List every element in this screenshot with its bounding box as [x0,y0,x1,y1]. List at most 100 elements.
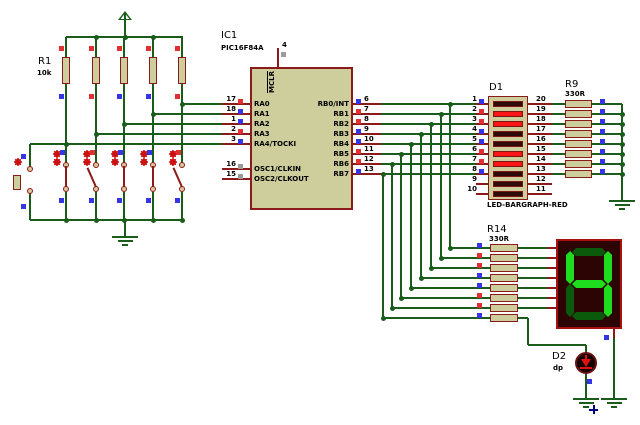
switch-toggle-down-icon[interactable] [53,158,61,166]
switch-toggle-down-icon[interactable] [111,158,119,166]
ic-ref: IC1 [221,30,238,41]
rb-drop-wire [410,144,412,288]
switch-toggle-up-icon[interactable] [169,150,177,158]
sevenseg-segment-e [566,284,574,317]
bargraph-led-segment [493,101,523,107]
pin-number: 6 [364,95,369,103]
r9-out-wire [592,173,622,175]
d1-r9-wire [552,113,565,115]
probe-square [356,109,361,114]
bargraph-led-segment [493,151,523,157]
button-actuator-icon[interactable] [14,158,22,166]
pin-stub [527,103,552,105]
ic-part-number: PIC16F84A [221,44,264,52]
switch-toggle-up-icon[interactable] [111,150,119,158]
probe-square [477,253,482,258]
pin-stub [476,163,488,165]
pin-number: 16 [226,160,236,168]
probe-square [600,159,605,164]
ra-net-wire [182,103,224,105]
probe-square [175,198,180,203]
rb-drop-wire [420,134,422,278]
sevenseg-pin-stub [547,287,556,289]
r14-out-wire [518,257,547,259]
switch-lever[interactable] [172,167,183,188]
pin-number: 5 [472,135,477,143]
switch-lever[interactable] [86,167,97,188]
resistor-value: 330R [489,235,510,243]
bargraph-led-segment [493,121,523,127]
pin-stub [527,193,552,195]
switch-toggle-up-icon[interactable] [53,150,61,158]
pin-stub [353,103,381,105]
junction-dot [122,34,128,40]
probe-square [479,99,484,104]
probe-square [477,263,482,268]
r14-feed-wire [411,287,490,289]
pin-number: 3 [231,135,236,143]
switch-toggle-up-icon[interactable] [83,150,91,158]
probe-square [477,313,482,318]
push-button-body[interactable] [13,175,21,190]
led-d2-anode-line [585,355,587,360]
switch-toggle-down-icon[interactable] [140,158,148,166]
resistor-body [565,120,592,128]
junction-dot [121,121,127,127]
ground-symbol-sevenseg-bar [601,398,627,400]
ic-pin-name: RB1 [333,110,349,118]
switch-lever[interactable] [123,166,125,187]
switch-lever[interactable] [152,166,154,187]
pin-number: 12 [536,175,546,183]
ic-pin-name: OSC1/CLKIN [254,165,302,173]
pin-number: 11 [536,185,546,193]
ground-symbol-left-bar [117,240,133,242]
ic-pin-name: RB3 [333,130,349,138]
rb-net-wire [381,153,477,155]
probe-square [238,109,243,114]
d1-r9-wire [552,163,565,165]
switch-toggle-down-icon[interactable] [169,158,177,166]
pin-stub [527,143,552,145]
sevenseg-segment-d [572,312,606,320]
probe-square [600,139,605,144]
rb-net-wire [381,113,477,115]
dp-wire [527,318,529,345]
resistor-body [149,57,157,84]
ic-pin-name: RB7 [333,170,349,178]
pin-stub [476,133,488,135]
pin-number: 1 [231,115,236,123]
ic-pin-name: OSC2/CLKOUT [254,175,309,183]
pin-stub [353,163,381,165]
ground-symbol-sevenseg-bar [611,406,617,408]
probe-square [479,149,484,154]
bargraph-ref: D1 [489,82,504,93]
switch-lever[interactable] [65,166,67,187]
resistor-ref: R9 [565,79,579,90]
pin-stub [222,123,250,125]
probe-square [479,159,484,164]
probe-square [59,46,64,51]
switch-ground-wire [123,192,125,220]
ic-pin-name: RB6 [333,160,349,168]
switch-toggle-down-icon[interactable] [83,158,91,166]
switch-toggle-up-icon[interactable] [140,150,148,158]
r9-out-wire [592,163,622,165]
ground-rail-wire [30,219,183,221]
probe-square [117,94,122,99]
d2-probe-square [587,379,592,384]
pin-stub [476,143,488,145]
ic-pin-name: RA2 [254,120,270,128]
resistor-value: 10k [37,69,52,77]
probe-square [479,119,484,124]
ic-pin-name: RB2 [333,120,349,128]
junction-dot [150,111,156,117]
r14-out-wire [518,277,547,279]
probe-square [600,119,605,124]
pin-stub [222,103,250,105]
rb-drop-wire [400,154,402,298]
button-rail-wire-top [29,144,31,167]
ground-symbol-r9-bar [609,200,635,202]
d1-r9-wire [552,173,565,175]
resistor-body [565,150,592,158]
resistor-body [490,294,518,302]
